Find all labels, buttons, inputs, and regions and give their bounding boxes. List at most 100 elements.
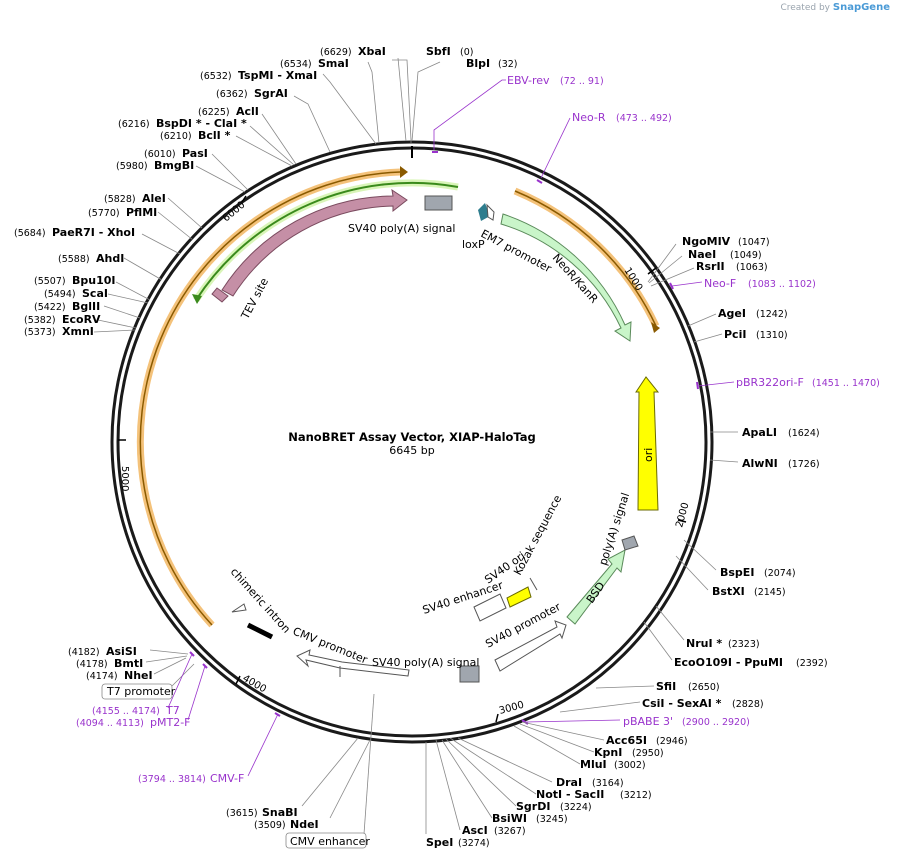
primer-ranges: (72 .. 91) (473 .. 492) (1083 .. 1102) (… — [76, 76, 880, 785]
tick-label-2000: 2000 — [674, 501, 691, 528]
site-pos-bglii: (5422) — [34, 302, 66, 313]
leader-sgrai — [293, 95, 331, 153]
site-pos-rsrii: (1063) — [736, 262, 768, 273]
site-pos-sexai: (2828) — [732, 699, 764, 710]
site-apali: ApaLI — [742, 426, 777, 439]
site-pos-nhei: (4174) — [86, 671, 118, 682]
primer-neo-f: Neo-F — [704, 277, 736, 290]
site-pflmi: PflMI — [126, 206, 157, 219]
site-pos-pasi: (6010) — [144, 149, 176, 160]
em7-arrow — [486, 203, 495, 221]
leader-ngomiv — [647, 243, 677, 283]
leader-ebv-rev — [433, 79, 506, 150]
site-pcii: PciI — [724, 328, 746, 341]
halotag-arrow — [221, 188, 408, 297]
leader-sfii — [595, 685, 655, 689]
site-ngomiv: NgoMIV — [682, 235, 731, 248]
sv40-pa-top-box — [424, 195, 453, 211]
leader-pflmi — [157, 211, 194, 241]
site-pos-ppumi: (2392) — [796, 658, 828, 669]
leader-ahdi — [123, 257, 163, 281]
leader-rsrii — [650, 267, 695, 287]
leader-bstxi — [675, 555, 709, 591]
site-alwni: AlwNI — [742, 457, 778, 470]
leader-kpni — [519, 723, 595, 753]
primer-range-ebv-rev: (72 .. 91) — [560, 76, 604, 87]
primer-t7: T7 — [165, 704, 180, 717]
site-pos-bstxi: (2145) — [754, 587, 786, 598]
primer-range-pmt2-f: (4094 .. 4113) — [76, 718, 144, 729]
primer-range-neo-f: (1083 .. 1102) — [748, 279, 816, 290]
tick-1000 — [647, 267, 657, 275]
site-xmni: XmnI — [62, 325, 94, 338]
leader-bcli — [235, 135, 293, 167]
site-ndei: NdeI — [290, 818, 319, 831]
site-pos-ecorv: (5382) — [24, 315, 56, 326]
site-pos-acc65i: (2946) — [656, 736, 688, 747]
leader-acli — [261, 113, 297, 165]
leader-sexai — [559, 701, 641, 713]
site-pos-bsiwi: (3245) — [536, 814, 568, 825]
leader-alei — [167, 197, 203, 229]
cmv-promoter-arrow — [296, 649, 410, 677]
leader-pbabe — [525, 719, 621, 723]
leader-xmni — [93, 329, 136, 333]
site-snabi: SnaBI — [262, 806, 298, 819]
leader-acc65i — [521, 721, 605, 741]
site-pos-sgrai: (6362) — [216, 89, 248, 100]
site-pos-bcli: (6210) — [160, 131, 192, 142]
site-pos-alei: (5828) — [104, 194, 136, 205]
site-asci: AscI — [462, 824, 488, 837]
site-pos-nrui: (2323) — [728, 639, 760, 650]
leader-naei — [648, 255, 683, 284]
bp-tick-labels: 1000 2000 3000 4000 5000 6000 — [119, 200, 691, 717]
leader-nrui — [655, 605, 685, 641]
kozak-mark — [529, 577, 538, 591]
primer-range-neo-r: (473 .. 492) — [616, 113, 672, 124]
site-bstxi: BstXI — [712, 585, 745, 598]
site-spei: SpeI — [426, 836, 453, 849]
primer-range-pbabe: (2900 .. 2920) — [682, 717, 750, 728]
site-pos-mlui: (3002) — [614, 760, 646, 771]
site-pos-sgrdi: (3224) — [560, 802, 592, 813]
leader-bglii — [103, 305, 141, 319]
polya-signal-box — [621, 535, 639, 551]
site-pos-acli: (6225) — [198, 107, 230, 118]
feature-tev-label: TEV site — [238, 276, 271, 323]
leader-cmv-f — [247, 713, 279, 777]
leader-bspei — [683, 539, 717, 571]
site-pos-scai: (5494) — [44, 289, 76, 300]
site-kpni: KpnI — [594, 746, 622, 759]
primer-pbabe: pBABE 3' — [623, 715, 673, 728]
t7-promoter-label: T7 promoter — [106, 685, 176, 698]
site-sbfi: SbfI — [426, 45, 451, 58]
site-pos-snabi: (3615) — [226, 808, 258, 819]
leader-pcii — [693, 333, 723, 343]
site-pasi: PasI — [182, 147, 208, 160]
site-pos-xbai: (6629) — [320, 47, 352, 58]
tick-label-5000: 5000 — [119, 466, 130, 491]
feature-chimeric-intron-label: chimeric intron — [228, 565, 293, 635]
site-ahdi: AhdI — [96, 252, 124, 265]
leader-bpu10i — [115, 281, 151, 301]
leader-mlui — [513, 725, 581, 765]
leader-t7 — [167, 653, 193, 709]
primer-mark-neo-f — [669, 282, 674, 290]
site-pos-ahdi: (5588) — [58, 254, 90, 265]
ori-arrow — [635, 376, 660, 511]
plasmid-size: 6645 bp — [389, 444, 434, 457]
leader-ndei — [329, 739, 371, 819]
site-pos-pflmi: (5770) — [88, 208, 120, 219]
site-blpi: BlpI — [466, 57, 490, 70]
site-pos-bmgbi: (5980) — [116, 161, 148, 172]
site-pos-bmti: (4178) — [76, 659, 108, 670]
site-acc65i: Acc65I — [606, 734, 647, 747]
watermark-prefix: Created by — [780, 3, 830, 13]
leader-asci — [435, 739, 461, 831]
site-xmai: TspMI - XmaI — [238, 69, 317, 82]
site-sacii: NotI - SacII — [536, 788, 604, 801]
leader-cmv-enhancer — [363, 693, 375, 835]
bp-ticks — [118, 146, 687, 723]
primer-range-pbr322ori-f: (1451 .. 1470) — [812, 378, 880, 389]
primer-mark-neo-r — [536, 179, 543, 184]
